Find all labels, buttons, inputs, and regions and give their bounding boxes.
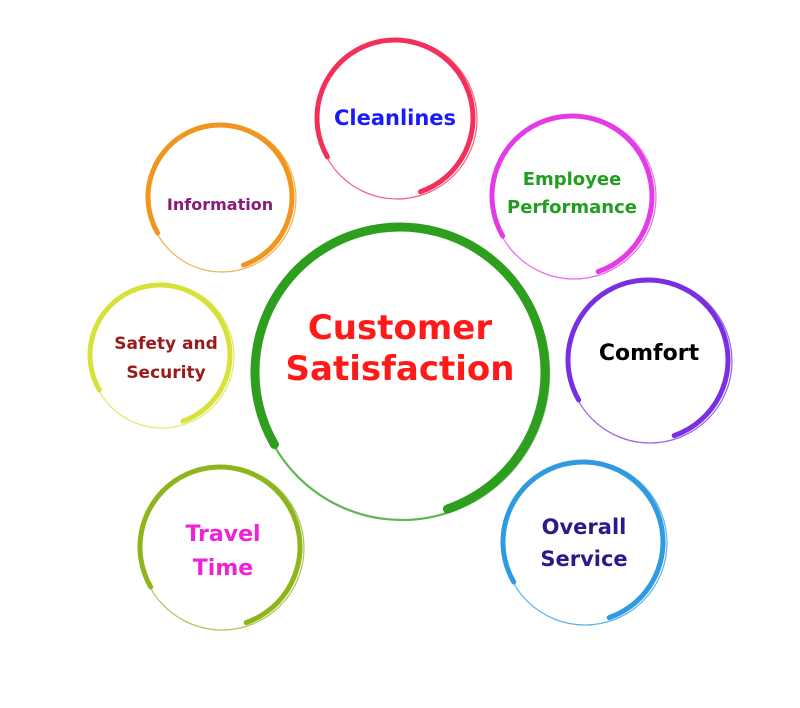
node-label-travel-time: Travel Time bbox=[138, 518, 308, 586]
node-label-line: Employee bbox=[522, 169, 622, 190]
ring-safety-and-security-tail bbox=[89, 283, 235, 429]
node-label-overall-service: Overall Service bbox=[500, 512, 668, 575]
node-label-information: Information bbox=[142, 195, 298, 215]
center-label-customer-satisfaction: Customer Satisfaction bbox=[270, 308, 530, 391]
node-label-line: Performance bbox=[507, 196, 637, 218]
ring-cleanlines-tail bbox=[316, 38, 478, 200]
node-label-line: Safety and bbox=[114, 334, 218, 354]
ring-employee-performance-tail bbox=[491, 114, 657, 280]
node-label-cleanlines: Cleanlines bbox=[310, 105, 480, 131]
ring-comfort bbox=[565, 277, 733, 444]
node-label-line: Security bbox=[126, 362, 206, 383]
node-label-line: Cleanlines bbox=[333, 106, 457, 130]
ring-comfort-tail bbox=[567, 278, 733, 444]
node-label-line: Time bbox=[192, 556, 254, 582]
ring-cleanlines bbox=[314, 37, 478, 200]
ring-information-tail bbox=[147, 123, 297, 273]
node-label-line: Overall bbox=[541, 515, 627, 539]
center-label-line-2: Satisfaction bbox=[285, 349, 515, 390]
ring-employee-performance bbox=[489, 113, 657, 280]
ring-overall-service-tail bbox=[502, 460, 668, 626]
ring-information bbox=[145, 122, 297, 273]
ring-travel-time-tail bbox=[139, 465, 305, 631]
center-ring-tail bbox=[253, 224, 551, 522]
node-label-safety-and-security: Safety and Security bbox=[86, 330, 246, 388]
node-label-comfort: Comfort bbox=[567, 340, 731, 368]
ring-travel-time bbox=[137, 464, 305, 631]
node-label-line: Information bbox=[166, 195, 274, 214]
ring-safety-and-security bbox=[87, 282, 235, 429]
node-label-employee-performance: Employee Performance bbox=[490, 166, 654, 222]
ring-overall-service bbox=[500, 459, 668, 626]
center-label-line-1: Customer bbox=[307, 308, 493, 348]
node-label-line: Travel bbox=[185, 522, 261, 547]
node-label-line: Comfort bbox=[598, 341, 700, 366]
center-ring bbox=[250, 222, 551, 522]
node-label-line: Service bbox=[540, 546, 628, 571]
